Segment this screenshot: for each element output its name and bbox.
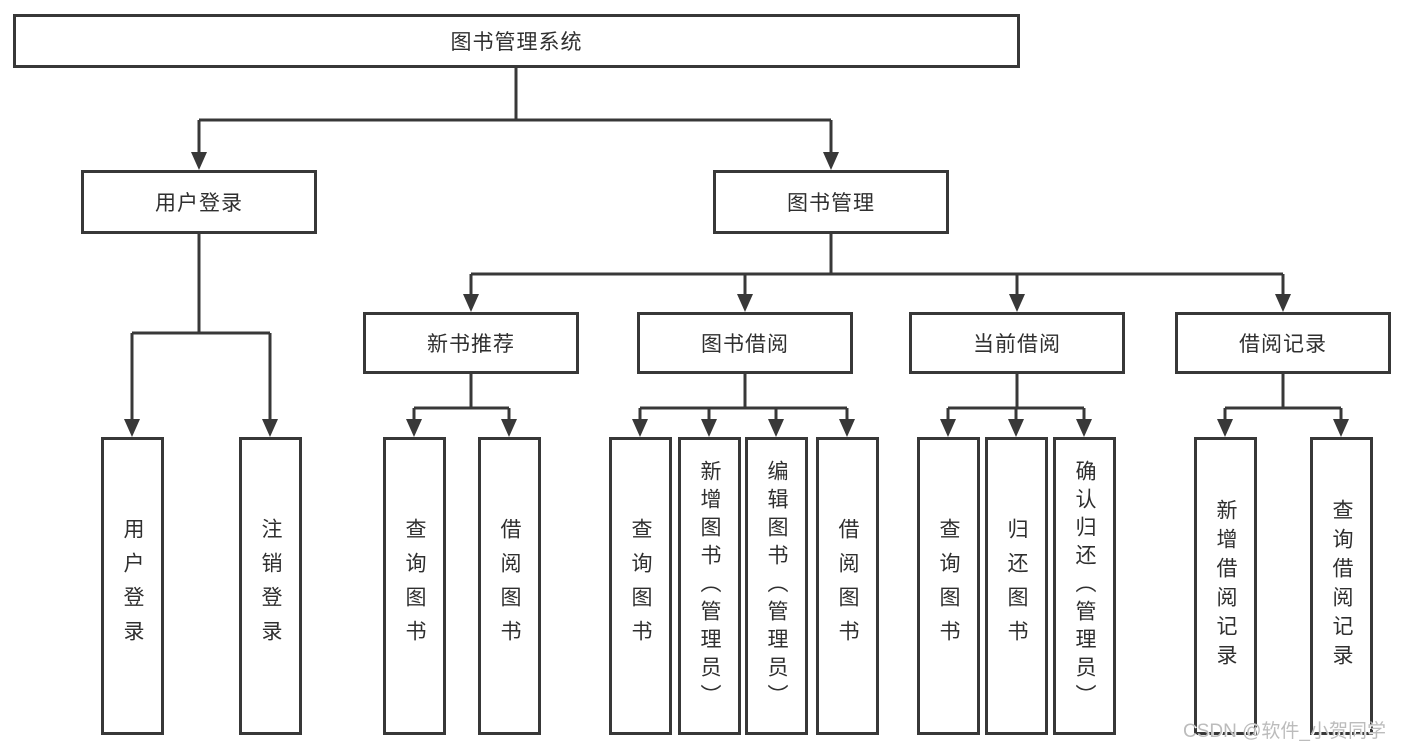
leaf-query-books-3-label: 查询图书 [937,518,960,654]
leaf-query-borrow-record: 查询借阅记录 [1310,437,1373,735]
leaf-borrow-books-2-label: 借阅图书 [836,518,859,654]
node-borrowing-records: 借阅记录 [1175,312,1391,374]
leaf-return-books: 归还图书 [985,437,1048,735]
node-book-borrowing: 图书借阅 [637,312,853,374]
node-book-management: 图书管理 [713,170,949,234]
leaf-add-borrow-record-label: 新增借阅记录 [1214,499,1237,673]
leaf-edit-book-admin: 编辑图书（管理员） [745,437,808,735]
leaf-add-book-admin-label: 新增图书（管理员） [698,460,721,712]
leaf-borrow-books-1-label: 借阅图书 [498,518,521,654]
leaf-user-login-label: 用户登录 [121,518,144,654]
leaf-confirm-return-admin: 确认归还（管理员） [1053,437,1116,735]
leaf-query-borrow-record-label: 查询借阅记录 [1330,499,1353,673]
node-book-borrowing-label: 图书借阅 [701,333,789,356]
leaf-query-books-1-label: 查询图书 [403,518,426,654]
leaf-query-books-1: 查询图书 [383,437,446,735]
leaf-query-books-2: 查询图书 [609,437,672,735]
node-book-management-label: 图书管理 [787,192,875,215]
root-node-label: 图书管理系统 [450,31,583,54]
node-user-login: 用户登录 [81,170,317,234]
leaf-logout-label: 注销登录 [259,518,282,654]
leaf-borrow-books-2: 借阅图书 [816,437,879,735]
leaf-add-book-admin: 新增图书（管理员） [678,437,741,735]
leaf-edit-book-admin-label: 编辑图书（管理员） [765,460,788,712]
leaf-confirm-return-admin-label: 确认归还（管理员） [1073,460,1096,712]
leaf-logout: 注销登录 [239,437,302,735]
leaf-user-login: 用户登录 [101,437,164,735]
leaf-add-borrow-record: 新增借阅记录 [1194,437,1257,735]
node-current-borrowing-label: 当前借阅 [973,333,1061,356]
node-user-login-label: 用户登录 [155,192,243,215]
watermark: CSDN @软件_小贺同学 [1183,721,1386,742]
leaf-query-books-3: 查询图书 [917,437,980,735]
leaf-return-books-label: 归还图书 [1005,518,1028,654]
node-current-borrowing: 当前借阅 [909,312,1125,374]
root-node: 图书管理系统 [13,14,1020,68]
leaf-query-books-2-label: 查询图书 [629,518,652,654]
node-borrowing-records-label: 借阅记录 [1239,333,1327,356]
node-new-book-recommendation-label: 新书推荐 [427,333,515,356]
node-new-book-recommendation: 新书推荐 [363,312,579,374]
leaf-borrow-books-1: 借阅图书 [478,437,541,735]
